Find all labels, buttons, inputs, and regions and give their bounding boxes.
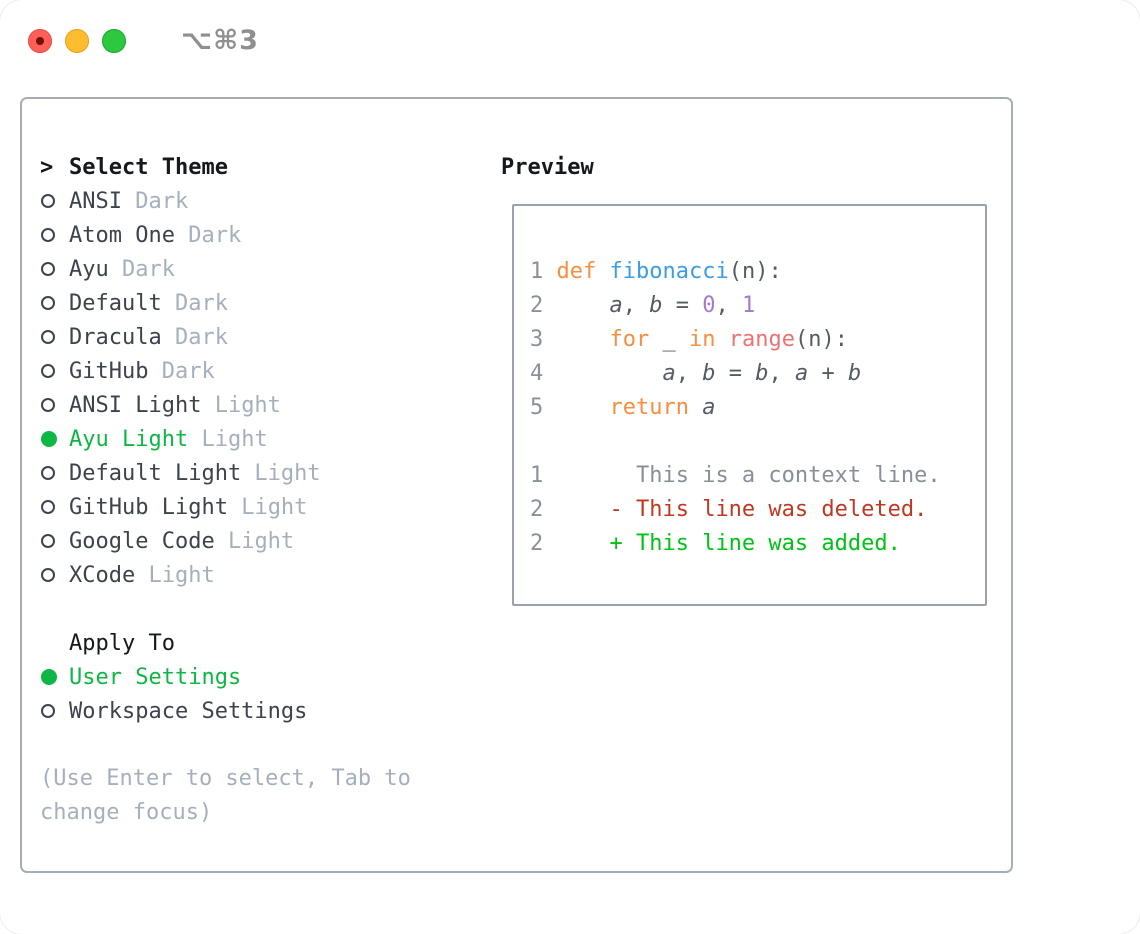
theme-item-variant: Light <box>201 392 281 418</box>
theme-item-default[interactable]: Default Dark <box>40 286 424 320</box>
preview-line: 2 + This line was added. <box>530 530 901 556</box>
theme-item-label: Ayu <box>69 256 109 282</box>
theme-item-ansi-light[interactable]: ANSI Light Light <box>40 388 424 422</box>
code-preview: 1 def fibonacci(n): 2 a, b = 0, 1 3 for _ … <box>514 206 985 560</box>
spacer <box>40 728 424 762</box>
preview-line: 3 for _ in range(n): <box>530 326 848 352</box>
close-dot-icon <box>36 36 44 45</box>
select-theme-header: > Select Theme <box>40 150 424 184</box>
theme-item-xcode[interactable]: XCode Light <box>40 558 424 592</box>
radio-unselected-icon <box>40 534 69 548</box>
theme-item-google-code[interactable]: Google Code Light <box>40 524 424 558</box>
theme-item-label: ANSI <box>69 188 122 214</box>
theme-item-label: Ayu Light <box>69 426 189 452</box>
preview-line: 1 This is a context line. <box>530 462 941 488</box>
preview-line <box>530 424 985 458</box>
theme-item-label: GitHub <box>69 358 149 384</box>
select-theme-title: Select Theme <box>69 154 228 180</box>
theme-item-dracula[interactable]: Dracula Dark <box>40 320 424 354</box>
theme-item-label: Dracula <box>69 324 162 350</box>
apply-option-label: User Settings <box>69 664 242 690</box>
apply-option-workspace-settings[interactable]: Workspace Settings <box>40 694 424 728</box>
preview-line: 4 a, b = b, a + b <box>530 360 862 386</box>
preview-header: Preview <box>501 154 594 180</box>
theme-item-variant: Light <box>135 562 215 588</box>
line-number: 2 <box>530 530 557 556</box>
theme-item-default-light[interactable]: Default Light Light <box>40 456 424 490</box>
theme-item-variant: Dark <box>121 188 189 214</box>
theme-item-variant: Light <box>214 528 295 554</box>
line-number: 4 <box>530 360 557 386</box>
spacer <box>40 592 424 626</box>
theme-item-label: Default Light <box>69 460 242 486</box>
line-number: 2 <box>530 292 557 318</box>
theme-item-ayu[interactable]: Ayu Dark <box>40 252 424 286</box>
preview-line: 2 a, b = 0, 1 <box>530 292 756 318</box>
radio-unselected-icon <box>40 330 69 344</box>
cursor-icon: > <box>40 154 54 180</box>
theme-item-label: ANSI Light <box>69 392 202 418</box>
radio-unselected-icon <box>40 194 69 208</box>
theme-item-variant: Dark <box>161 290 228 316</box>
line-number: 2 <box>530 496 557 522</box>
theme-item-label: XCode <box>69 562 136 588</box>
close-button[interactable] <box>28 28 52 53</box>
apply-to-header: Apply To <box>40 626 424 660</box>
radio-unselected-icon <box>40 704 69 718</box>
theme-item-ayu-light[interactable]: Ayu Light Light <box>40 422 424 456</box>
apply-to-title: Apply To <box>69 630 175 656</box>
theme-item-variant: Dark <box>148 358 215 384</box>
minimize-button[interactable] <box>65 28 89 53</box>
line-number <box>530 429 557 454</box>
radio-unselected-icon <box>40 398 69 412</box>
apply-option-user-settings[interactable]: User Settings <box>40 660 424 694</box>
radio-unselected-icon <box>40 500 69 514</box>
theme-item-label: Google Code <box>69 528 215 554</box>
preview-line: 5 return a <box>530 394 716 420</box>
theme-item-variant: Dark <box>161 324 228 350</box>
theme-item-variant: Light <box>188 426 268 452</box>
theme-item-github[interactable]: GitHub Dark <box>40 354 424 388</box>
theme-item-label: GitHub Light <box>69 494 228 520</box>
theme-item-variant: Light <box>227 494 308 520</box>
theme-item-label: Default <box>69 290 162 316</box>
theme-item-variant: Dark <box>108 256 175 282</box>
titlebar: ⌥⌘3 <box>28 25 259 56</box>
line-number: 1 <box>530 462 557 488</box>
theme-item-variant: Dark <box>174 222 242 248</box>
theme-item-github-light[interactable]: GitHub Light Light <box>40 490 424 524</box>
theme-item-ansi[interactable]: ANSI Dark <box>40 184 424 218</box>
theme-item-variant: Light <box>241 460 321 486</box>
preview-line: 2 - This line was deleted. <box>530 496 928 522</box>
theme-item-atom-one[interactable]: Atom One Dark <box>40 218 424 252</box>
window-title: ⌥⌘3 <box>181 25 259 56</box>
preview-line: 1 def fibonacci(n): <box>530 258 782 284</box>
help-text: (Use Enter to select, Tab to change focu… <box>40 766 425 825</box>
radio-selected-icon <box>40 669 69 685</box>
radio-unselected-icon <box>40 296 69 310</box>
theme-item-label: Atom One <box>69 222 175 248</box>
line-number: 1 <box>530 258 557 284</box>
radio-unselected-icon <box>40 262 69 276</box>
radio-unselected-icon <box>40 568 69 582</box>
radio-selected-icon <box>40 431 69 447</box>
radio-unselected-icon <box>40 364 69 378</box>
line-number: 5 <box>530 394 557 420</box>
preview-box: 1 def fibonacci(n): 2 a, b = 0, 1 3 for _ … <box>512 204 987 606</box>
apply-option-label: Workspace Settings <box>69 698 308 724</box>
radio-unselected-icon <box>40 466 69 480</box>
radio-unselected-icon <box>40 228 69 242</box>
zoom-button[interactable] <box>102 28 126 53</box>
line-number: 3 <box>530 326 557 352</box>
